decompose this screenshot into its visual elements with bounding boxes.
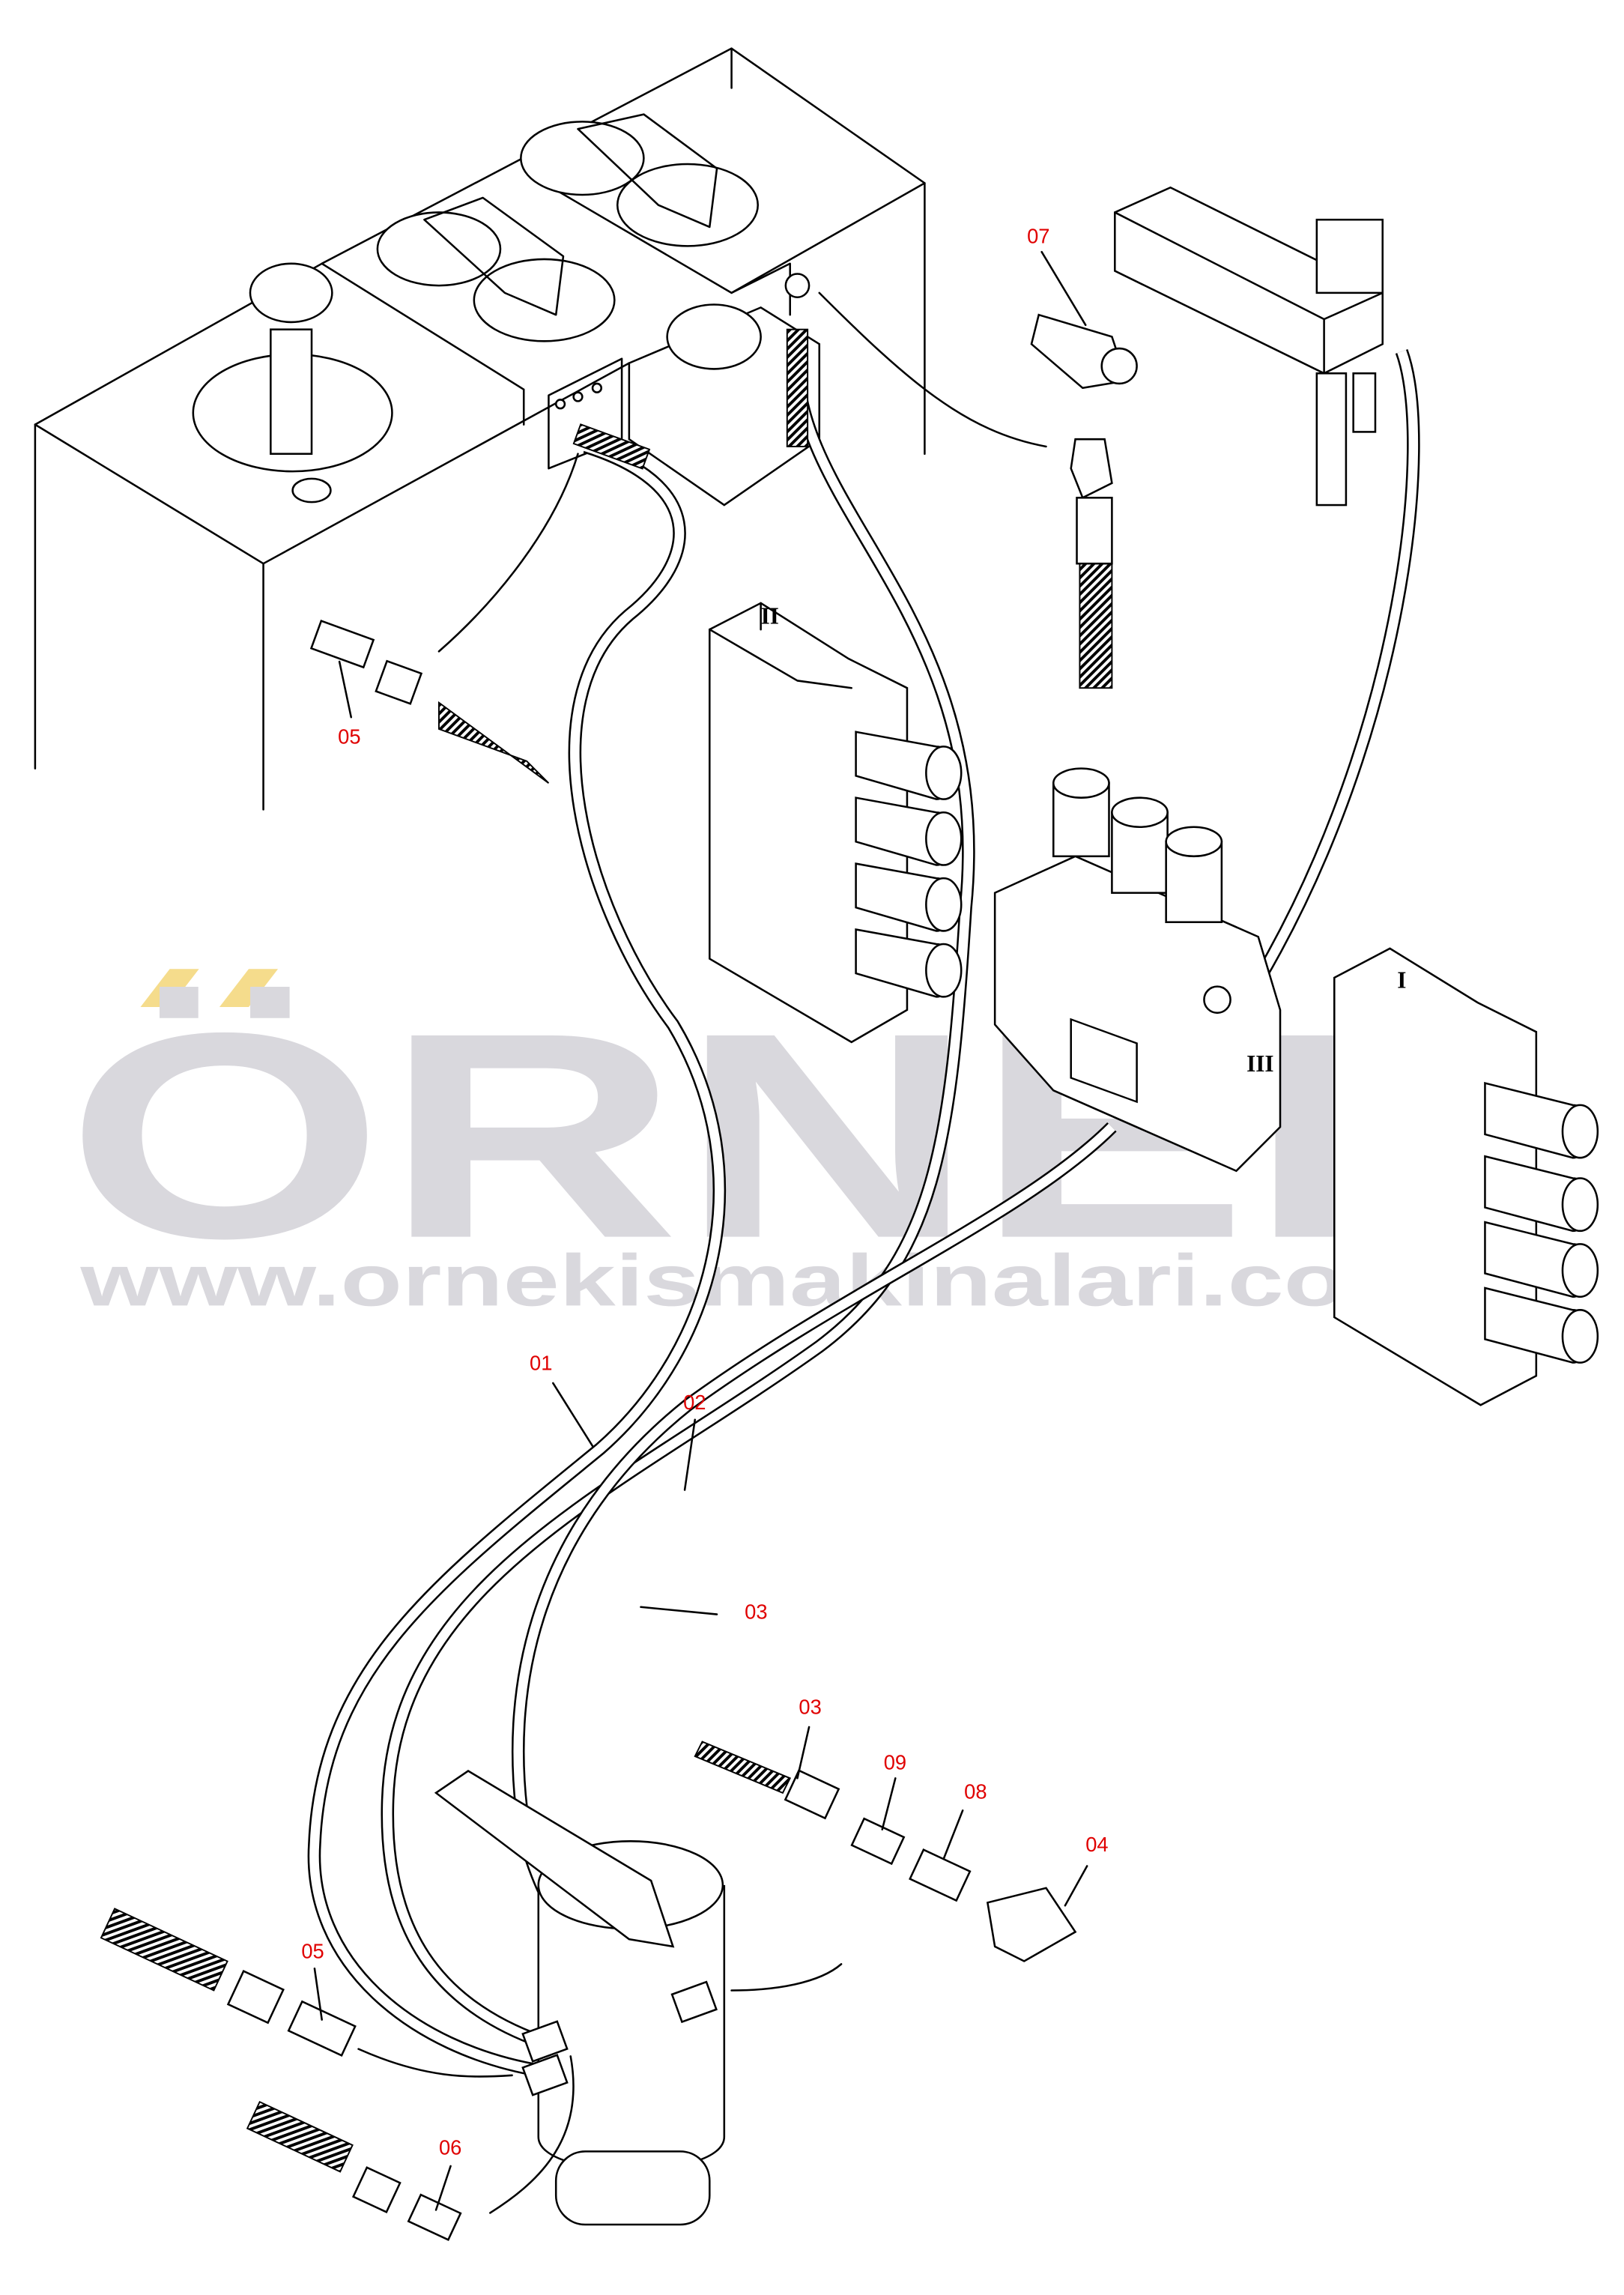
label-05-lower: 05: [301, 1940, 324, 1963]
label-04: 04: [1085, 1833, 1108, 1856]
fitting-07-detail: [818, 291, 1138, 689]
solenoid-block: [1114, 186, 1384, 507]
control-valve-iii: III: [993, 767, 1282, 1173]
valve-label-iii: III: [1246, 1050, 1273, 1077]
fitting-05-upper: [309, 453, 579, 784]
watermark-umlaut-right: [219, 969, 279, 1007]
label-03-fitting: 03: [799, 1695, 821, 1718]
label-01: 01: [530, 1351, 552, 1374]
label-02: 02: [683, 1391, 706, 1414]
label-07: 07: [1027, 224, 1049, 247]
control-valve-i: I: [1333, 947, 1599, 1406]
leader-lines: [313, 250, 1088, 2211]
watermark-umlaut-left: [140, 969, 199, 1007]
label-09: 09: [884, 1751, 906, 1774]
fittings-bottom: [100, 1741, 1077, 2242]
watermark-url: www.ornekismakinalari.com.tr: [79, 1239, 1536, 1321]
watermark-brand: ÖRNEK: [66, 972, 1544, 1299]
watermark: ÖRNEK www.ornekismakinalari.com.tr: [66, 969, 1544, 1321]
hydraulic-tank: [34, 47, 926, 811]
part-labels: 07 05 01 02 03 03 09 08 04 05 06: [301, 224, 1108, 2159]
control-valve-ii: II: [709, 602, 963, 1044]
label-03-hose: 03: [745, 1600, 767, 1623]
swing-cylinder: [434, 1770, 726, 2226]
valve-label-i: I: [1397, 967, 1406, 994]
label-05-upper: 05: [338, 725, 360, 748]
valve-label-ii: II: [761, 602, 779, 629]
label-06: 06: [439, 2135, 461, 2159]
label-08: 08: [964, 1780, 987, 1803]
